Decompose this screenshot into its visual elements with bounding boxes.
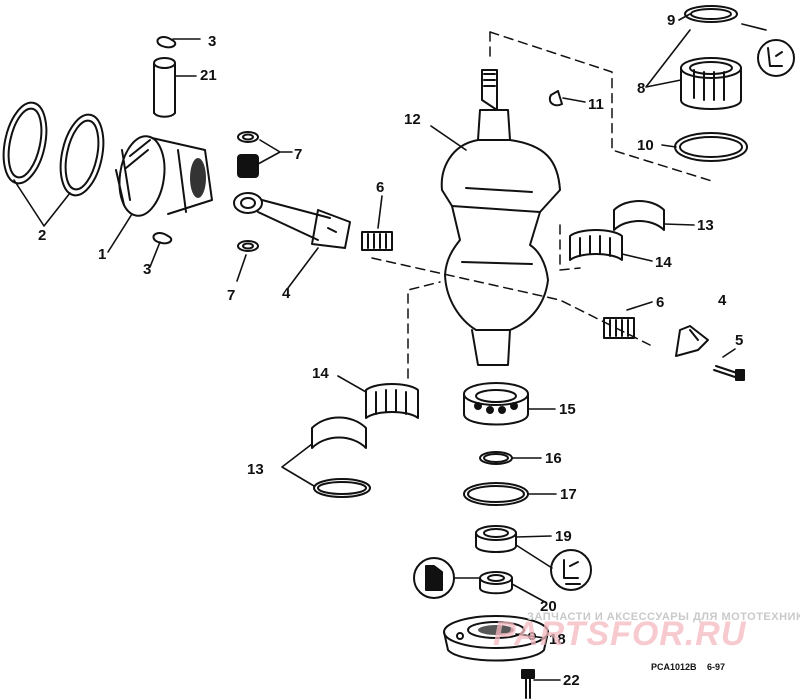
callout-labels: 1 2 3 3 4 4 5 6 6 7 7 8 9 10 11 12 13 13… <box>38 12 743 689</box>
housing-screw <box>521 669 535 699</box>
assembly-guide-lines <box>371 31 716 379</box>
main-needle-bearings <box>365 229 623 419</box>
retaining-ring <box>479 451 513 465</box>
needle-bearings-and-washers <box>237 131 259 252</box>
callout-2: 2 <box>38 227 46 244</box>
callout-13-right: 13 <box>697 217 714 234</box>
callout-1: 1 <box>98 246 106 263</box>
watermark-tagline: ЗАПЧАСТИ И АКСЕССУАРЫ ДЛЯ МОТОТЕХНИКИ <box>527 611 800 623</box>
watermark-brand: PARTSFOR.RU <box>493 615 747 653</box>
drawing-reference: PCA1012B 6-97 <box>651 662 725 672</box>
callout-16: 16 <box>545 450 562 467</box>
callout-10: 10 <box>637 137 654 154</box>
leader-lines <box>13 13 767 681</box>
callout-3-top: 3 <box>208 33 216 50</box>
o-ring-upper <box>674 132 748 162</box>
callout-18: 18 <box>549 631 566 648</box>
callout-20: 20 <box>540 598 557 615</box>
callout-19: 19 <box>555 528 572 545</box>
lubricant-bottle-icon <box>413 557 455 599</box>
grease-seal-icon <box>757 39 795 77</box>
bearing-cages <box>361 231 635 339</box>
callout-21: 21 <box>200 67 217 84</box>
callout-3-bottom: 3 <box>143 261 151 278</box>
ball-bearing <box>463 382 529 426</box>
callout-14-left: 14 <box>312 365 329 382</box>
sealant-tube-icon <box>550 549 592 591</box>
callout-14-right: 14 <box>655 254 672 271</box>
piston-rings <box>2 101 105 197</box>
callout-8: 8 <box>637 80 645 97</box>
callout-4-cap: 4 <box>718 292 727 309</box>
outer-seal <box>475 525 517 553</box>
rod-cap-screw <box>713 365 745 381</box>
inner-seal <box>479 571 513 595</box>
callout-6-right: 6 <box>656 294 664 311</box>
callout-4-rod: 4 <box>282 285 291 302</box>
upper-roller-bearing <box>680 57 742 110</box>
callout-12: 12 <box>404 111 421 128</box>
bearing-retainers <box>311 200 665 498</box>
o-ring-lower <box>463 482 529 506</box>
piston-pin <box>153 57 176 118</box>
callout-6-left: 6 <box>376 179 384 196</box>
drawing-date: 6-97 <box>707 662 725 672</box>
piston <box>115 135 213 217</box>
callout-5: 5 <box>735 332 743 349</box>
connecting-rod <box>233 192 709 357</box>
crankshaft <box>440 69 561 366</box>
retaining-clips <box>152 36 177 245</box>
drawing-code: PCA1012B <box>651 662 697 672</box>
upper-seal-ring <box>684 5 738 23</box>
callout-7-bottom: 7 <box>227 287 235 304</box>
callout-11: 11 <box>588 96 604 113</box>
callout-17: 17 <box>560 486 577 503</box>
callout-15: 15 <box>559 401 576 418</box>
woodruff-key <box>548 90 563 107</box>
callout-22: 22 <box>563 672 580 689</box>
callout-13-left: 13 <box>247 461 264 478</box>
callout-9: 9 <box>667 12 675 29</box>
callout-7-top: 7 <box>294 146 302 163</box>
watermark: ЗАПЧАСТИ И АКСЕССУАРЫ ДЛЯ МОТОТЕХНИКИ PA… <box>493 611 800 653</box>
